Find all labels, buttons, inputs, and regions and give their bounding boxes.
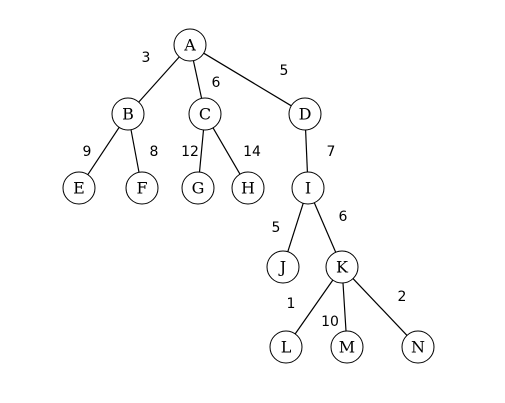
node-label-n: N (411, 338, 425, 357)
edge-weight-a-c: 6 (212, 75, 221, 91)
edges-layer (87, 52, 408, 336)
node-label-e: E (73, 179, 85, 198)
node-circle-i (291, 171, 325, 205)
node-a: A (173, 28, 207, 62)
node-i: I (291, 171, 325, 205)
edge-weights-layer: 3 6 5 9 8 12 14 7 5 6 1 10 2 (83, 50, 407, 330)
node-circle-h (231, 171, 265, 205)
edge-weight-c-h: 14 (243, 144, 261, 160)
node-m: M (330, 330, 364, 364)
node-label-m: M (339, 338, 355, 357)
node-circle-f (125, 171, 159, 205)
node-label-i: I (305, 179, 311, 198)
edge-k-n (352, 278, 408, 336)
edge-weight-k-l: 1 (287, 296, 296, 312)
node-circle-a (173, 28, 207, 62)
node-circle-j (266, 250, 300, 284)
node-label-b: B (122, 105, 134, 124)
edge-b-e (87, 126, 120, 176)
edge-b-f (130, 129, 140, 173)
node-g: G (181, 171, 215, 205)
node-label-k: K (336, 258, 349, 277)
node-label-j: J (278, 258, 286, 277)
node-circle-d (288, 97, 322, 131)
node-circle-l (269, 330, 303, 364)
nodes-layer: A B C D E F G H I J K L M N (62, 28, 435, 364)
node-b: B (111, 97, 145, 131)
edge-d-i (305, 129, 308, 173)
edge-weight-d-i: 7 (327, 144, 336, 160)
node-label-f: F (136, 179, 147, 198)
edge-k-m (342, 282, 347, 332)
node-circle-c (188, 97, 222, 131)
node-circle-n (401, 330, 435, 364)
node-l: L (269, 330, 303, 364)
edge-c-g (198, 129, 205, 173)
edge-weight-k-n: 2 (398, 289, 407, 305)
edge-i-k (313, 202, 337, 253)
node-f: F (125, 171, 159, 205)
node-label-h: H (241, 179, 255, 198)
node-label-g: G (192, 179, 205, 198)
edge-i-j (287, 203, 304, 252)
node-label-l: L (281, 338, 292, 357)
node-h: H (231, 171, 265, 205)
node-circle-k (325, 250, 359, 284)
node-circle-e (62, 171, 96, 205)
edge-c-h (212, 127, 241, 175)
node-n: N (401, 330, 435, 364)
edge-weight-b-e: 9 (83, 144, 92, 160)
node-circle-b (111, 97, 145, 131)
node-j: J (266, 250, 300, 284)
edge-a-b (138, 56, 180, 103)
node-e: E (62, 171, 96, 205)
node-label-a: A (183, 36, 196, 55)
node-d: D (288, 97, 322, 131)
node-k: K (325, 250, 359, 284)
edge-weight-a-d: 5 (280, 63, 289, 79)
edge-weight-a-b: 3 (142, 50, 151, 66)
node-circle-m (330, 330, 364, 364)
edge-weight-i-j: 5 (272, 220, 281, 236)
edge-a-c (192, 60, 203, 99)
edge-a-d (203, 52, 292, 107)
edge-weight-c-g: 12 (181, 144, 199, 160)
node-label-c: C (199, 105, 211, 124)
edge-k-l (294, 279, 334, 335)
node-circle-g (181, 171, 215, 205)
edge-weight-k-m: 10 (321, 314, 339, 330)
edge-weight-b-f: 8 (150, 144, 159, 160)
edge-weight-i-k: 6 (339, 209, 348, 225)
node-label-d: D (299, 105, 312, 124)
node-c: C (188, 97, 222, 131)
